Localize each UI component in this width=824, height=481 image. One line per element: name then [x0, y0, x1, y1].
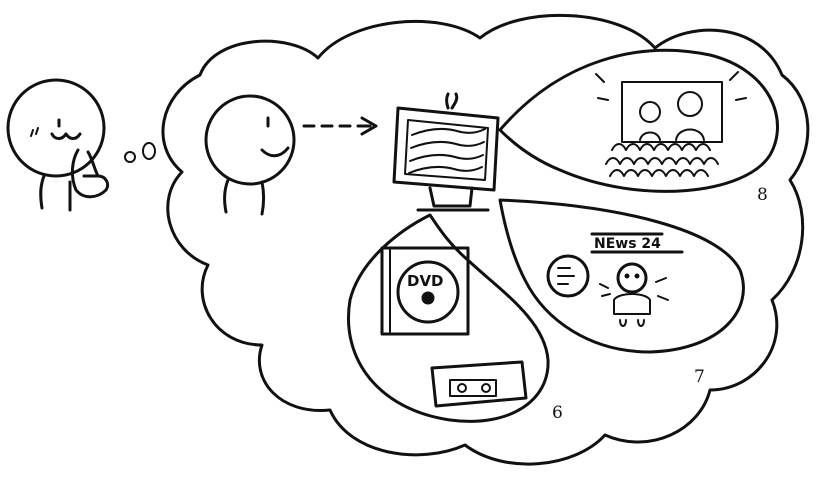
marker-7: 7	[694, 367, 705, 387]
thinking-person	[8, 80, 108, 210]
marker-8: 8	[757, 185, 768, 205]
media-bubble	[348, 215, 548, 421]
news-label: NEws 24	[594, 236, 661, 252]
tv-icon	[394, 94, 498, 210]
marker-6: 6	[552, 403, 563, 423]
thought-bubbles	[125, 143, 155, 162]
imagined-person	[206, 96, 294, 214]
cinema-bubble	[500, 50, 778, 191]
dashed-arrow	[304, 118, 376, 134]
dvd-label: DVD	[407, 272, 444, 290]
